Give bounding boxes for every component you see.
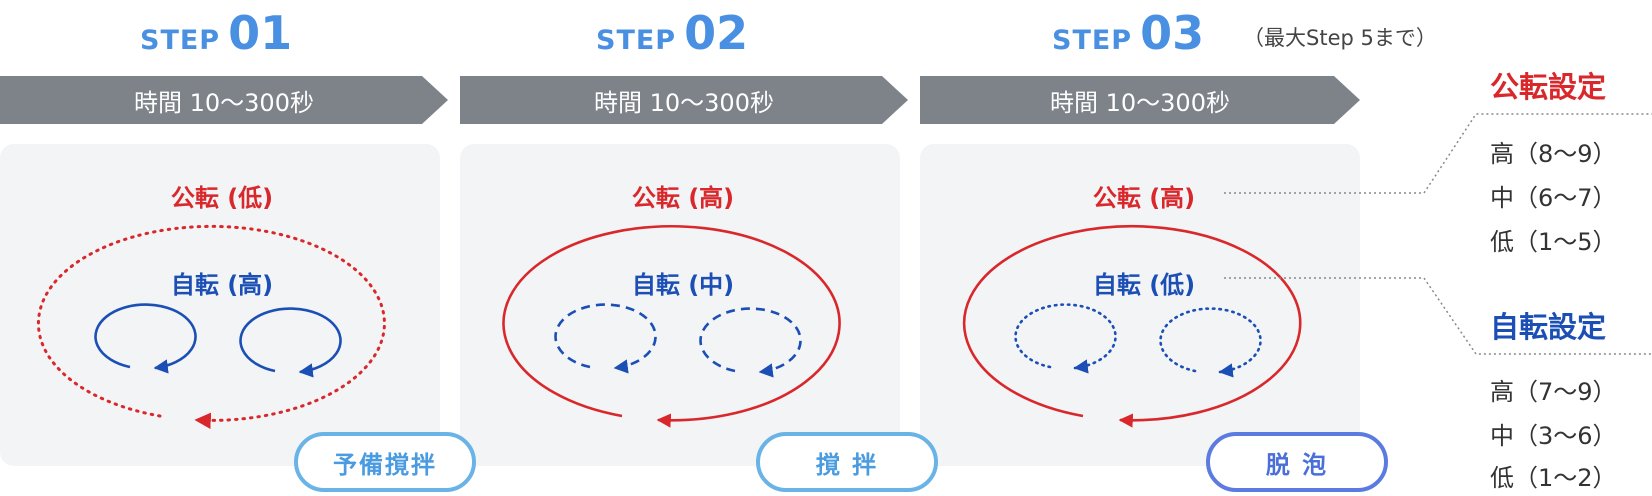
- step-panel-3: [920, 144, 1360, 466]
- revolution-settings-title: 公転設定: [1490, 70, 1607, 104]
- step-number: 01: [228, 6, 293, 60]
- revolution-leader-line: [1224, 113, 1652, 194]
- rotation-orbit-1b: [239, 307, 342, 378]
- step-panel-1: [0, 144, 440, 466]
- rotation-setting-item: 中（3〜6）: [1490, 422, 1617, 450]
- rotation-settings-title: 自転設定: [1490, 310, 1607, 344]
- rotation-orbit-1a: [94, 303, 197, 374]
- step-number: 03: [1140, 6, 1205, 60]
- revolution-orbit-1: [36, 224, 386, 429]
- time-banner-1: 時間 10〜300秒: [0, 76, 448, 124]
- rotation-setting-item: 低（1〜2）: [1490, 464, 1617, 492]
- rotation-orbit-3a: [1014, 303, 1117, 374]
- step-word: STEP: [140, 25, 221, 56]
- max-steps-note: （最大Step 5まで）: [1243, 26, 1437, 50]
- revolution-label-3: 公転 (高): [1092, 184, 1196, 212]
- revolution-setting-item: 中（6〜7）: [1490, 184, 1617, 212]
- rotation-label-1: 自転 (高): [170, 271, 274, 299]
- rotation-orbit-2b: [699, 307, 802, 378]
- revolution-setting-item: 低（1〜5）: [1490, 228, 1617, 256]
- time-banner-3: 時間 10〜300秒: [920, 76, 1360, 124]
- step-panel-2: [460, 144, 900, 466]
- rotation-orbit-2a: [554, 303, 657, 374]
- time-banner-2: 時間 10〜300秒: [460, 76, 908, 124]
- rotation-orbit-3b: [1159, 307, 1262, 378]
- revolution-label-1: 公転 (低): [170, 184, 274, 212]
- action-pill-1: 予備撹拌: [294, 432, 476, 492]
- revolution-orbit-2: [502, 225, 841, 428]
- action-pill-2: 撹 拌: [756, 432, 938, 492]
- revolution-label-2: 公転 (高): [631, 184, 735, 212]
- rotation-setting-item: 高（7〜9）: [1490, 378, 1617, 406]
- step-word: STEP: [1052, 25, 1133, 56]
- rotation-label-2: 自転 (中): [631, 271, 735, 299]
- rotation-leader-line: [1224, 277, 1652, 355]
- action-pill-3: 脱 泡: [1206, 432, 1388, 492]
- revolution-orbit-3: [962, 224, 1302, 428]
- step-word: STEP: [596, 25, 677, 56]
- step-number: 02: [684, 6, 749, 60]
- revolution-setting-item: 高（8〜9）: [1490, 140, 1617, 168]
- rotation-label-3: 自転 (低): [1092, 271, 1196, 299]
